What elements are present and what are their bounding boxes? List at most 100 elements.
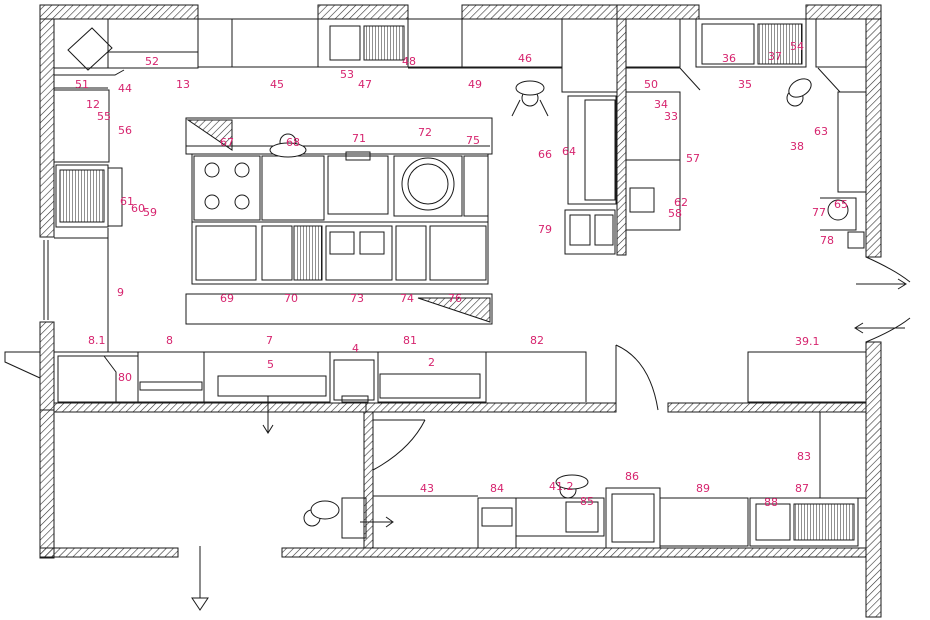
wall-partition bbox=[616, 18, 627, 256]
wall-top-mid bbox=[317, 4, 409, 20]
label-51: 51 bbox=[75, 78, 89, 91]
label-79: 79 bbox=[538, 223, 552, 236]
door-right-upper bbox=[865, 256, 911, 283]
label-44: 44 bbox=[118, 82, 132, 95]
label-84: 84 bbox=[490, 482, 504, 495]
door-lower-left bbox=[372, 419, 426, 471]
person-lower-left bbox=[303, 500, 340, 527]
label-56: 56 bbox=[118, 124, 132, 137]
right-main-equipment bbox=[561, 68, 617, 255]
label-8-1: 8.1 bbox=[88, 334, 106, 347]
wall-top-right-b bbox=[616, 4, 700, 20]
label-34: 34 bbox=[654, 98, 668, 111]
label-87: 87 bbox=[795, 482, 809, 495]
label-35: 35 bbox=[738, 78, 752, 91]
label-37: 37 bbox=[768, 50, 782, 63]
drainer-37 bbox=[757, 23, 803, 65]
sink-lower-left bbox=[341, 497, 367, 539]
wall-top-left bbox=[39, 4, 199, 20]
label-54: 54 bbox=[790, 40, 804, 53]
top-counters bbox=[54, 18, 563, 89]
label-88: 88 bbox=[764, 496, 778, 509]
label-65: 65 bbox=[834, 198, 848, 211]
label-86: 86 bbox=[625, 470, 639, 483]
label-48: 48 bbox=[402, 55, 416, 68]
door-right-lower bbox=[865, 317, 911, 343]
wall-top-right-c bbox=[805, 4, 882, 20]
label-83: 83 bbox=[797, 450, 811, 463]
wall-mid-a bbox=[53, 402, 367, 413]
lower-room-equipment bbox=[341, 411, 867, 549]
wall-left-lower bbox=[39, 321, 55, 411]
label-43: 43 bbox=[420, 482, 434, 495]
label-47: 47 bbox=[358, 78, 372, 91]
wall-lower-bottom-a bbox=[39, 547, 179, 558]
label-75: 75 bbox=[466, 134, 480, 147]
left-entry-step bbox=[4, 240, 49, 379]
label-82: 82 bbox=[530, 334, 544, 347]
wall-right-lower bbox=[865, 341, 882, 618]
label-74: 74 bbox=[400, 292, 414, 305]
label-58: 58 bbox=[668, 207, 682, 220]
wall-mid-b bbox=[365, 402, 617, 413]
label-12: 12 bbox=[86, 98, 100, 111]
label-72: 72 bbox=[418, 126, 432, 139]
label-52: 52 bbox=[145, 55, 159, 68]
label-38: 38 bbox=[790, 140, 804, 153]
label-33: 33 bbox=[664, 110, 678, 123]
wall-right-upper bbox=[865, 18, 882, 258]
label-62: 62 bbox=[674, 196, 688, 209]
label-2: 2 bbox=[428, 356, 435, 369]
label-80: 80 bbox=[118, 371, 132, 384]
drainer-88 bbox=[793, 503, 855, 541]
wall-left-upper bbox=[39, 18, 55, 238]
label-63: 63 bbox=[814, 125, 828, 138]
person-46 bbox=[511, 80, 549, 117]
label-77: 77 bbox=[812, 206, 826, 219]
sink-top bbox=[329, 25, 361, 61]
drainer-top bbox=[363, 25, 405, 61]
sink-88 bbox=[755, 503, 791, 541]
label-36: 36 bbox=[722, 52, 736, 65]
label-55: 55 bbox=[97, 110, 111, 123]
label-67: 67 bbox=[220, 136, 234, 149]
label-50: 50 bbox=[644, 78, 658, 91]
label-89: 89 bbox=[696, 482, 710, 495]
label-68: 68 bbox=[286, 136, 300, 149]
hand-sink-79 bbox=[564, 209, 616, 255]
label-70: 70 bbox=[284, 292, 298, 305]
label-5: 5 bbox=[267, 358, 274, 371]
label-73: 73 bbox=[350, 292, 364, 305]
bottom-counters bbox=[54, 351, 867, 403]
label-60: 60 bbox=[131, 202, 145, 215]
label-8: 8 bbox=[166, 334, 173, 347]
left-side-equipment bbox=[53, 89, 123, 352]
person-68 bbox=[269, 133, 307, 158]
wall-lower-inner bbox=[363, 411, 374, 549]
label-45: 45 bbox=[270, 78, 284, 91]
range-burners bbox=[193, 155, 261, 221]
central-island bbox=[185, 117, 493, 325]
shelf-5 bbox=[217, 375, 327, 397]
flow-arrows bbox=[191, 278, 907, 611]
door-center bbox=[615, 344, 659, 411]
label-9: 9 bbox=[117, 286, 124, 299]
label-66: 66 bbox=[538, 148, 552, 161]
label-7: 7 bbox=[266, 334, 273, 347]
sink-36 bbox=[701, 23, 755, 65]
wall-top-right-a bbox=[461, 4, 618, 20]
label-4: 4 bbox=[352, 342, 359, 355]
label-85: 85 bbox=[580, 495, 594, 508]
label-61: 61 bbox=[120, 195, 134, 208]
sink-85 bbox=[565, 501, 599, 533]
label-57: 57 bbox=[686, 152, 700, 165]
kettle bbox=[393, 155, 463, 217]
label-78: 78 bbox=[820, 234, 834, 247]
label-76: 76 bbox=[448, 292, 462, 305]
person-37 bbox=[786, 78, 812, 107]
tilting-pan bbox=[327, 155, 389, 215]
label-46: 46 bbox=[518, 52, 532, 65]
label-49: 49 bbox=[468, 78, 482, 91]
label-64: 64 bbox=[562, 145, 576, 158]
